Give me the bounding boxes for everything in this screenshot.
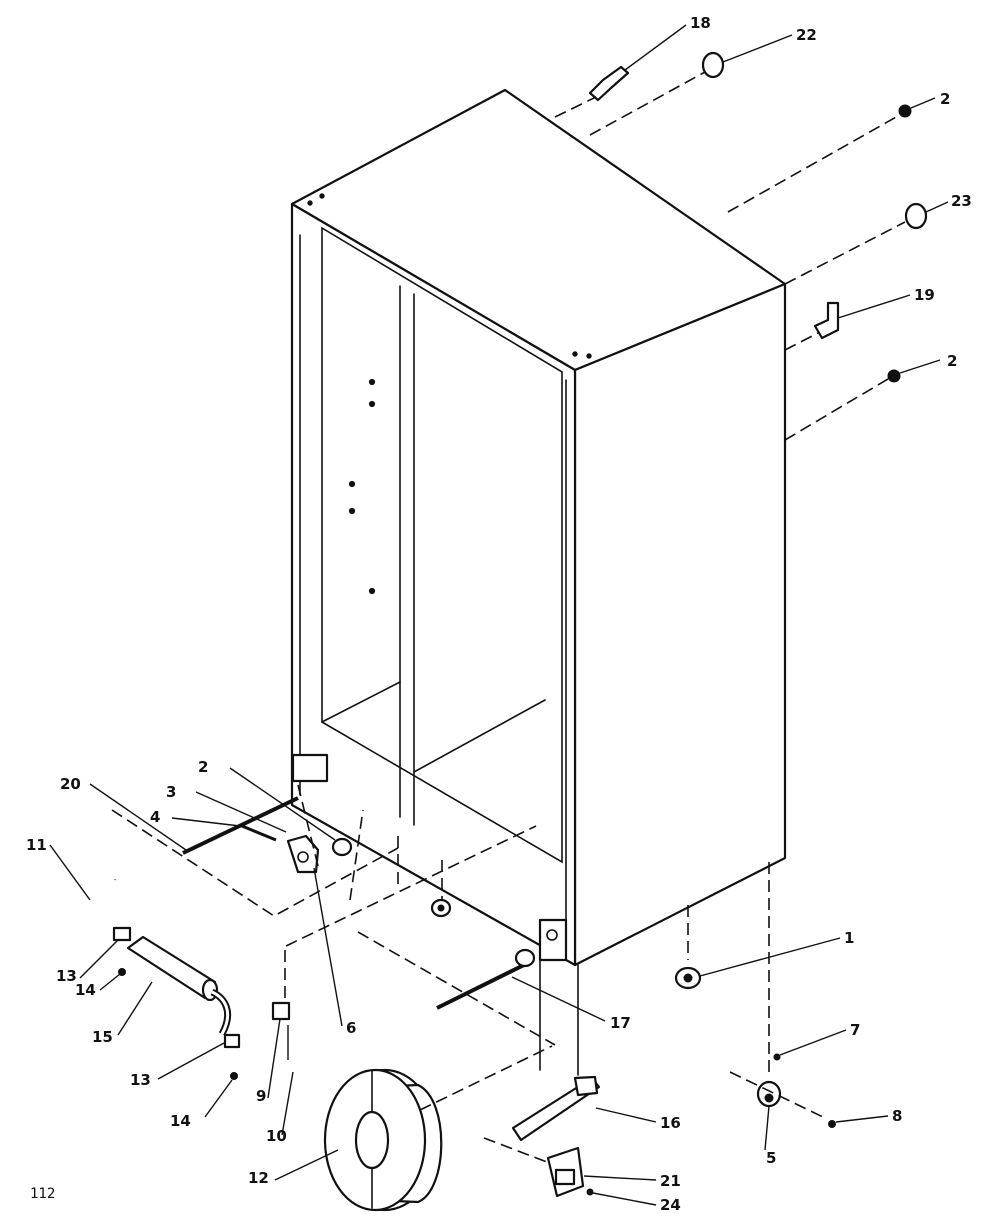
callout-10: 10 bbox=[266, 1127, 287, 1145]
callout-7: 7 bbox=[850, 1021, 860, 1039]
part-20-rod bbox=[89, 783, 299, 855]
callout-6: 6 bbox=[346, 1019, 356, 1037]
part-6-hinge-bracket bbox=[286, 834, 343, 1027]
callout-14-lower: 14 bbox=[170, 1112, 191, 1130]
callout-23: 23 bbox=[951, 192, 972, 210]
callout-13-upper: 13 bbox=[56, 967, 77, 985]
callout-1: 1 bbox=[844, 929, 854, 947]
part-7-screw bbox=[773, 1029, 847, 1061]
callout-14-upper: 14 bbox=[75, 981, 96, 999]
callout-8: 8 bbox=[892, 1107, 902, 1125]
callout-2-lower: 2 bbox=[198, 758, 208, 776]
part-23-bumper bbox=[904, 201, 949, 230]
callout-18: 18 bbox=[690, 14, 711, 32]
callout-13-lower: 13 bbox=[130, 1071, 151, 1089]
refrigerator-cabinet bbox=[290, 88, 787, 967]
part-22-bumper bbox=[701, 34, 793, 79]
callout-20: 20 bbox=[60, 775, 81, 793]
part-14-screw-upper bbox=[99, 968, 126, 991]
part-5-caster bbox=[729, 862, 826, 1151]
callout-24: 24 bbox=[660, 1196, 681, 1214]
callout-17: 17 bbox=[610, 1014, 631, 1032]
part-2-nut-top bbox=[898, 97, 936, 118]
callout-2-mid: 2 bbox=[947, 352, 957, 370]
part-17-rod bbox=[436, 948, 606, 1022]
part-8-screw bbox=[828, 1115, 889, 1128]
part-2-nut-mid bbox=[887, 359, 941, 383]
part-12-roller-wheel bbox=[274, 1068, 443, 1212]
callout-21: 21 bbox=[660, 1172, 681, 1190]
callout-22: 22 bbox=[796, 26, 817, 44]
part-13-clamp-lower bbox=[157, 1033, 241, 1080]
part-21-bracket bbox=[546, 1146, 657, 1198]
part-16-rail bbox=[511, 949, 657, 1142]
callout-2-top: 2 bbox=[940, 90, 950, 108]
callout-19: 19 bbox=[914, 286, 935, 304]
part-24-screw bbox=[483, 1137, 657, 1206]
figure-code: 112 bbox=[30, 1186, 55, 1202]
part-3-washer bbox=[195, 791, 287, 833]
part-15-cylinder bbox=[117, 935, 232, 1036]
callout-9: 9 bbox=[256, 1087, 266, 1105]
callout-11: 11 bbox=[26, 836, 47, 854]
part-9-clip bbox=[267, 1001, 291, 1099]
callout-3: 3 bbox=[166, 783, 176, 801]
part-10-screw bbox=[281, 1025, 294, 1136]
callout-5: 5 bbox=[766, 1149, 776, 1167]
leveling-foot-center bbox=[430, 898, 452, 918]
part-18-valve-fitting bbox=[588, 24, 687, 102]
callout-16: 16 bbox=[660, 1114, 681, 1132]
part-4-bolt bbox=[171, 817, 277, 842]
callout-15: 15 bbox=[92, 1028, 113, 1046]
part-19-clip bbox=[813, 294, 911, 340]
part-11-tube bbox=[49, 844, 119, 938]
callout-12: 12 bbox=[248, 1169, 269, 1187]
callout-4: 4 bbox=[150, 808, 160, 826]
part-14-screw-lower bbox=[204, 1072, 238, 1118]
part-1-leveling-foot bbox=[674, 905, 841, 990]
part-13-clamp-upper bbox=[79, 926, 132, 979]
